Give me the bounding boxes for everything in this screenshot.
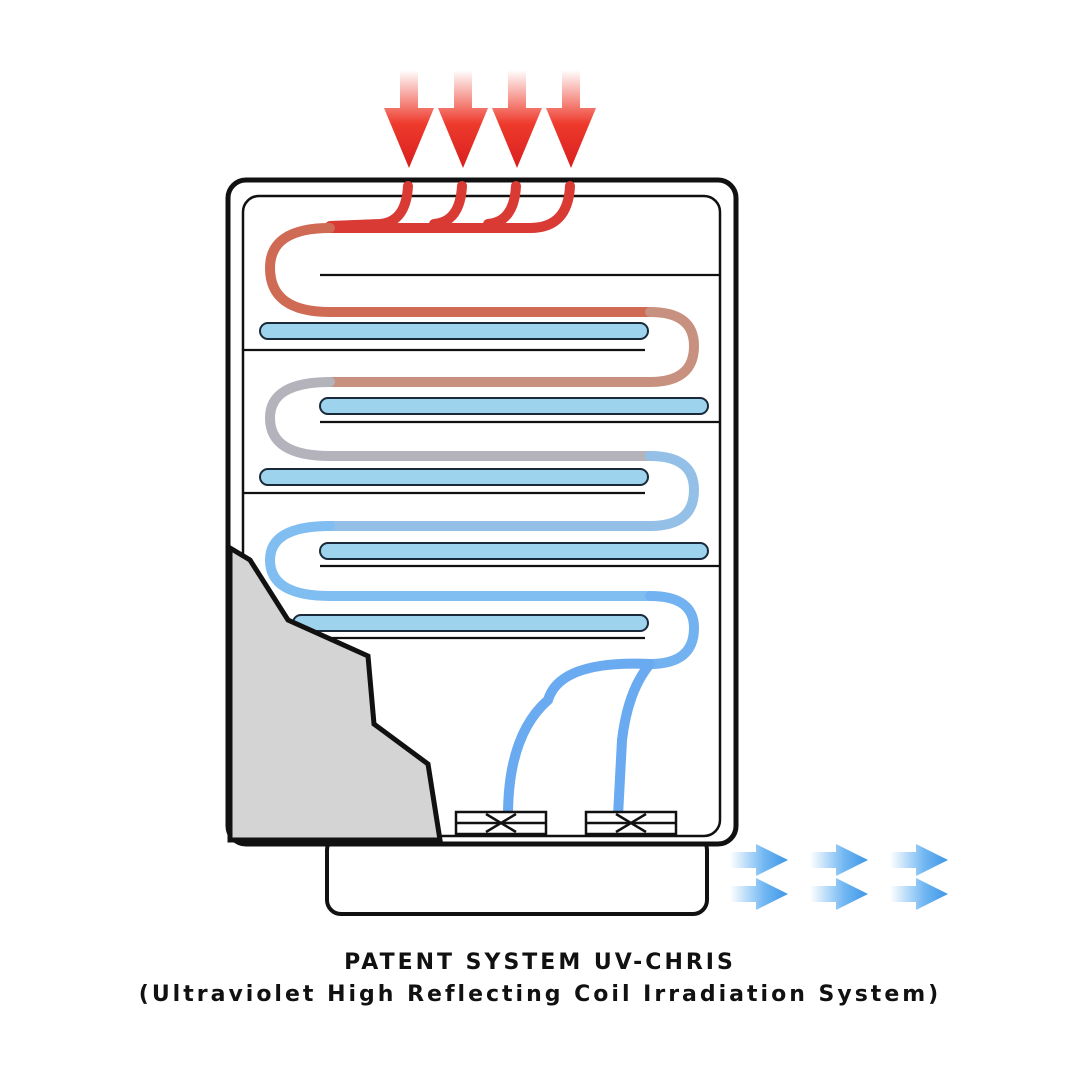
uv-lamp	[259, 468, 649, 486]
uv-lamp	[319, 542, 709, 560]
uv-lamp	[319, 397, 709, 415]
reflector-shelves	[243, 273, 720, 640]
outflow-arrows	[730, 844, 948, 910]
cutaway-section	[227, 543, 443, 843]
uv-lamps	[259, 322, 709, 632]
intake-arrows	[384, 70, 596, 168]
down-arrow-icon	[546, 70, 596, 168]
right-arrow-icon	[890, 844, 948, 876]
right-arrow-icon	[890, 878, 948, 910]
diagram-subtitle: (Ultraviolet High Reflecting Coil Irradi…	[138, 982, 942, 1007]
down-arrow-icon	[438, 70, 488, 168]
housing-inner	[241, 194, 722, 838]
fan-unit-icon	[454, 810, 548, 836]
uv-lamp	[259, 322, 649, 340]
fan-unit-icon	[584, 810, 678, 836]
right-arrow-icon	[810, 878, 868, 910]
diagram-title: PATENT SYSTEM UV-CHRIS	[344, 950, 736, 975]
right-arrow-icon	[730, 844, 788, 876]
unit-base	[325, 834, 709, 916]
right-arrow-icon	[810, 844, 868, 876]
right-arrow-icon	[730, 878, 788, 910]
down-arrow-icon	[384, 70, 434, 168]
uv-lamp	[292, 614, 649, 632]
down-arrow-icon	[492, 70, 542, 168]
serpentine-coil	[264, 181, 700, 821]
